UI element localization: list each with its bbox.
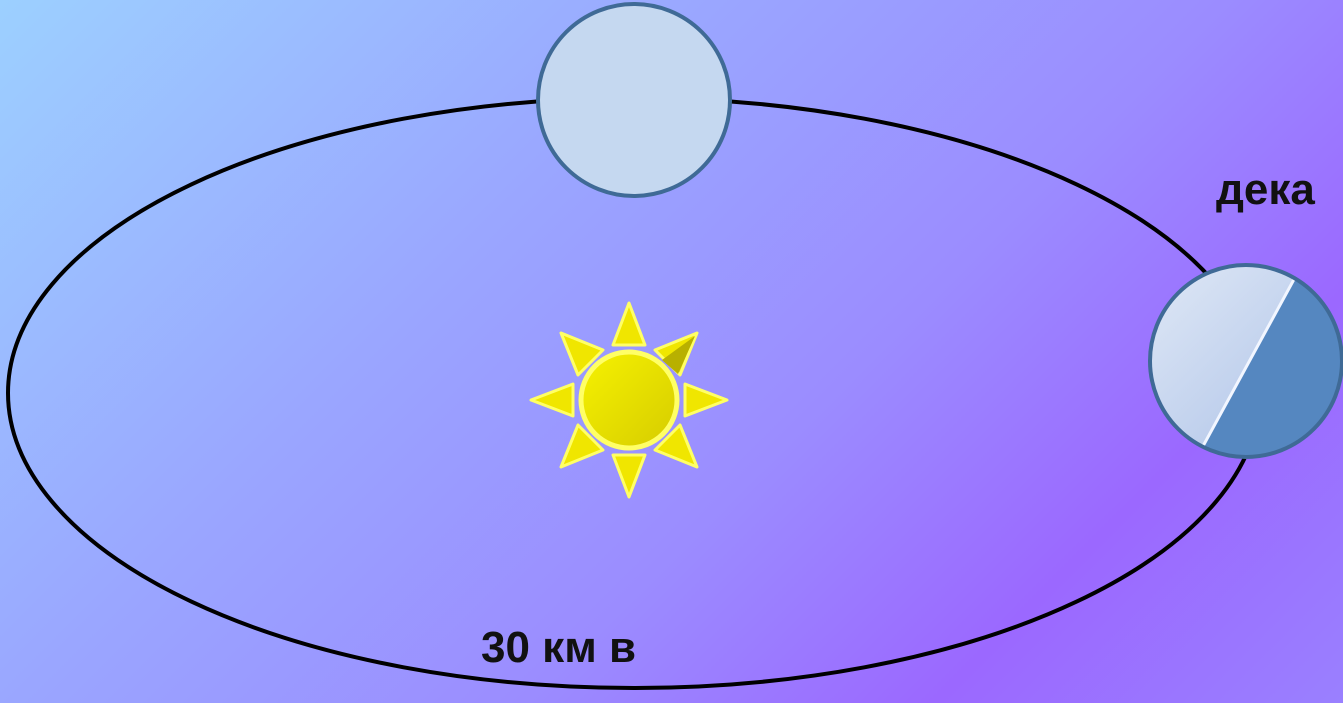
sun-disc bbox=[578, 349, 680, 451]
month-label: дека bbox=[1216, 165, 1315, 214]
planet-half-lit-icon bbox=[1148, 263, 1343, 459]
sun-ray bbox=[611, 301, 647, 347]
speed-label: 30 км в bbox=[481, 623, 637, 672]
sun-ray bbox=[611, 453, 647, 499]
planet-icon bbox=[536, 2, 732, 198]
sun-ray bbox=[529, 382, 575, 418]
sun-icon bbox=[529, 301, 729, 499]
sun-ray bbox=[653, 423, 699, 469]
sun-ray bbox=[559, 331, 605, 377]
sun-ray bbox=[683, 382, 729, 418]
planet-shadow bbox=[1190, 265, 1342, 457]
sun-ray bbox=[559, 423, 605, 469]
sun-ray-shade bbox=[662, 336, 695, 374]
